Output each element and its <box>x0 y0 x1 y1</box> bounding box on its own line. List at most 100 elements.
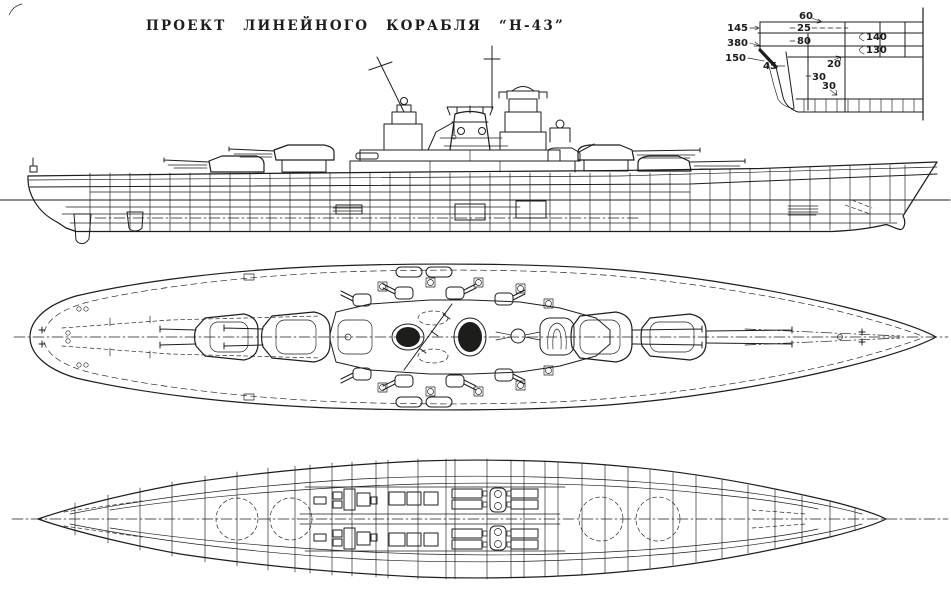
armor-section-diagram: 60 145 380 150 25 80 140 130 45 20 30 30 <box>725 7 924 121</box>
armor-label-20: 20 <box>827 59 841 70</box>
leader-145 <box>749 25 760 31</box>
aft-tower-plan <box>337 319 373 355</box>
aft-turret-X-side <box>228 144 335 173</box>
machinery-walls <box>299 486 566 552</box>
armor-label-30b: 30 <box>822 81 836 92</box>
hatched-strips <box>332 205 819 216</box>
funnel <box>449 110 491 151</box>
leader-150 <box>747 57 765 62</box>
armor-label-380: 380 <box>727 38 748 49</box>
seaplane-dashed-aft <box>417 310 449 326</box>
fwd-turret-A-side <box>637 155 746 172</box>
aft-rangefinder-ball <box>400 97 408 105</box>
bow-capstans <box>858 328 866 346</box>
aft-tower-top <box>391 104 417 125</box>
searchlight-fwd <box>478 127 486 135</box>
fwd-turret-A-plan <box>640 313 793 361</box>
main-mast <box>368 56 405 113</box>
armor-label-145: 145 <box>727 23 748 34</box>
slope-bulkhead <box>785 51 795 109</box>
shaft-lines-aft <box>63 500 143 538</box>
stern-deck-dashlines <box>61 315 321 359</box>
side-elevation-view <box>0 45 951 245</box>
deckhouse-tier2 <box>359 149 561 162</box>
stern-capstans <box>38 326 46 348</box>
funnel-cap <box>446 105 494 123</box>
superstructure-plan-outline <box>329 299 611 375</box>
catapult <box>403 303 453 371</box>
casemate-openings <box>335 200 547 221</box>
deck-lines <box>757 21 924 58</box>
longitudinal-bulkhead-top1 <box>69 475 863 515</box>
deck-outline <box>29 263 937 411</box>
pole-mast <box>483 45 501 111</box>
aft-turret-Y-side <box>163 155 265 173</box>
machinery-row-mirrored <box>313 525 539 551</box>
inner-deck-dashed-top <box>43 269 923 337</box>
aft-tower-plan-mast <box>344 333 352 341</box>
armor-label-60: 60 <box>799 11 813 22</box>
stern-bollards <box>65 306 89 368</box>
anchor-chain-lines <box>744 328 901 346</box>
armor-label-25: 25 <box>797 23 811 34</box>
tower-mast <box>499 98 547 151</box>
aa-mounts-plan <box>377 277 554 397</box>
frame-grid-bow <box>709 164 906 232</box>
lower-hull-line <box>775 66 924 113</box>
aft-tower <box>383 123 423 151</box>
frame-grid-mid <box>89 172 691 232</box>
main-deck-line <box>29 173 938 188</box>
secondary-turret-side <box>547 143 595 162</box>
machinery-row <box>313 487 539 513</box>
fwd-director <box>549 127 571 143</box>
searchlight-platforms <box>439 137 509 147</box>
propeller-bossing-fwd <box>126 211 144 232</box>
aft-turret-X-plan <box>223 311 331 363</box>
brace-140 <box>859 32 865 42</box>
hold-outline <box>37 459 887 579</box>
bow-hawse-lines <box>844 199 873 215</box>
inner-shell-line <box>767 61 795 110</box>
tower-rangefinder <box>498 90 548 100</box>
longitudinal-bulkhead-top2 <box>109 482 819 511</box>
leader-20 <box>833 55 842 62</box>
funnel-1-plan <box>391 323 425 351</box>
longitudinal-bulkhead-bot2 <box>109 527 819 556</box>
leader-60 <box>811 17 823 24</box>
armor-label-45: 45 <box>763 61 777 72</box>
deckhouse-divisions <box>429 149 501 173</box>
fwd-turret-B-plan <box>570 311 703 363</box>
main-belt-line <box>758 48 778 69</box>
propeller-bossing-aft <box>73 213 92 245</box>
leader-380 <box>749 41 761 47</box>
funnel-2-plan <box>453 317 487 357</box>
hull-outline <box>27 161 938 233</box>
leader-30b <box>829 89 838 96</box>
longitudinal-bulkheads <box>844 21 906 113</box>
ship-boat-side <box>355 152 379 160</box>
hold-plan-view <box>11 458 949 580</box>
bridge-complex-plan <box>495 317 575 356</box>
longitudinal-bulkhead-bot1 <box>69 523 863 563</box>
stern-dash-ticks <box>109 315 151 359</box>
seaplane-dashed-fwd <box>417 348 449 364</box>
searchlight-aft <box>457 127 465 135</box>
armor-label-150: 150 <box>725 53 746 64</box>
superstructure-side <box>349 45 595 173</box>
bow-dashed-lines <box>751 509 807 529</box>
upper-deck-line <box>27 166 938 181</box>
transverse-bulkheads <box>74 458 856 580</box>
deck-plan-view <box>13 263 949 411</box>
brace-130 <box>859 45 865 55</box>
armor-label-140: 140 <box>866 32 887 43</box>
tower-dome <box>511 86 535 92</box>
armor-label-130: 130 <box>866 45 887 56</box>
fwd-director-ball <box>555 119 565 129</box>
bow-fitting <box>837 334 843 340</box>
drawing-title: ПРОЕКТ ЛИНЕЙНОГО КОРАБЛЯ “Н-43” <box>146 17 565 34</box>
double-bottom-cells <box>803 98 915 113</box>
armor-label-30a: 30 <box>812 72 826 83</box>
aft-turret-Y-plan <box>159 313 259 361</box>
deckhouse-tier1 <box>349 160 576 173</box>
